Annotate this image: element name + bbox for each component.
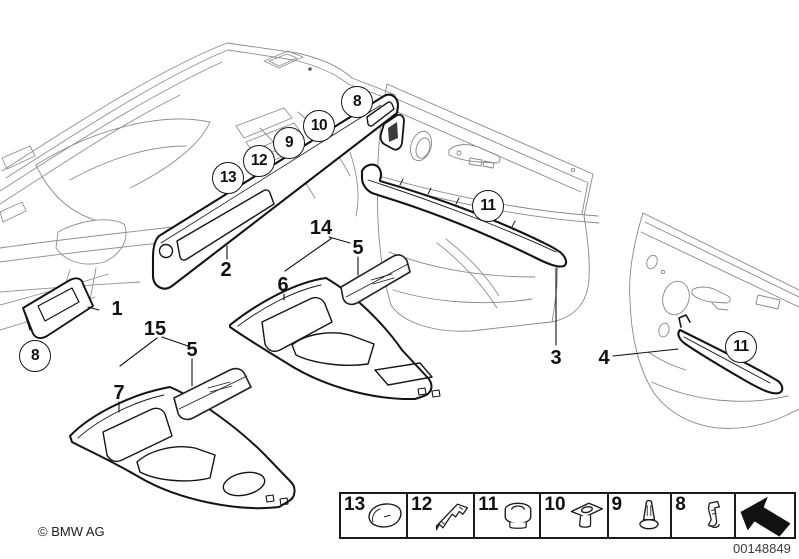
spring-clamp-icon [436,503,469,531]
legend-cell-10: 10 [539,494,606,537]
retainer-clip-icon [707,500,721,528]
bmw-copyright: © BMW AG [38,524,105,539]
snap-clip-icon [570,502,603,528]
cap-clip-icon [368,503,402,528]
expansion-rivet-icon [639,499,660,530]
legend-number: 8 [675,494,686,515]
legend-cell-arrow [734,494,794,537]
image-number: 00148849 [733,541,791,556]
legend-number: 10 [544,494,566,515]
legend-cell-12: 12 [406,494,473,537]
legend-number: 11 [478,494,499,515]
continuation-arrow-icon [740,496,791,537]
legend-cell-13: 13 [341,494,406,537]
fastener-legend: 13 12 11 [339,492,796,539]
legend-number: 13 [344,494,366,515]
legend-cell-8: 8 [670,494,734,537]
legend-cell-11: 11 [473,494,539,537]
legend-cell-9: 9 [606,494,671,537]
grommet-clip-icon [504,502,532,529]
legend-number: 9 [611,494,623,515]
legend-number: 12 [411,494,433,515]
